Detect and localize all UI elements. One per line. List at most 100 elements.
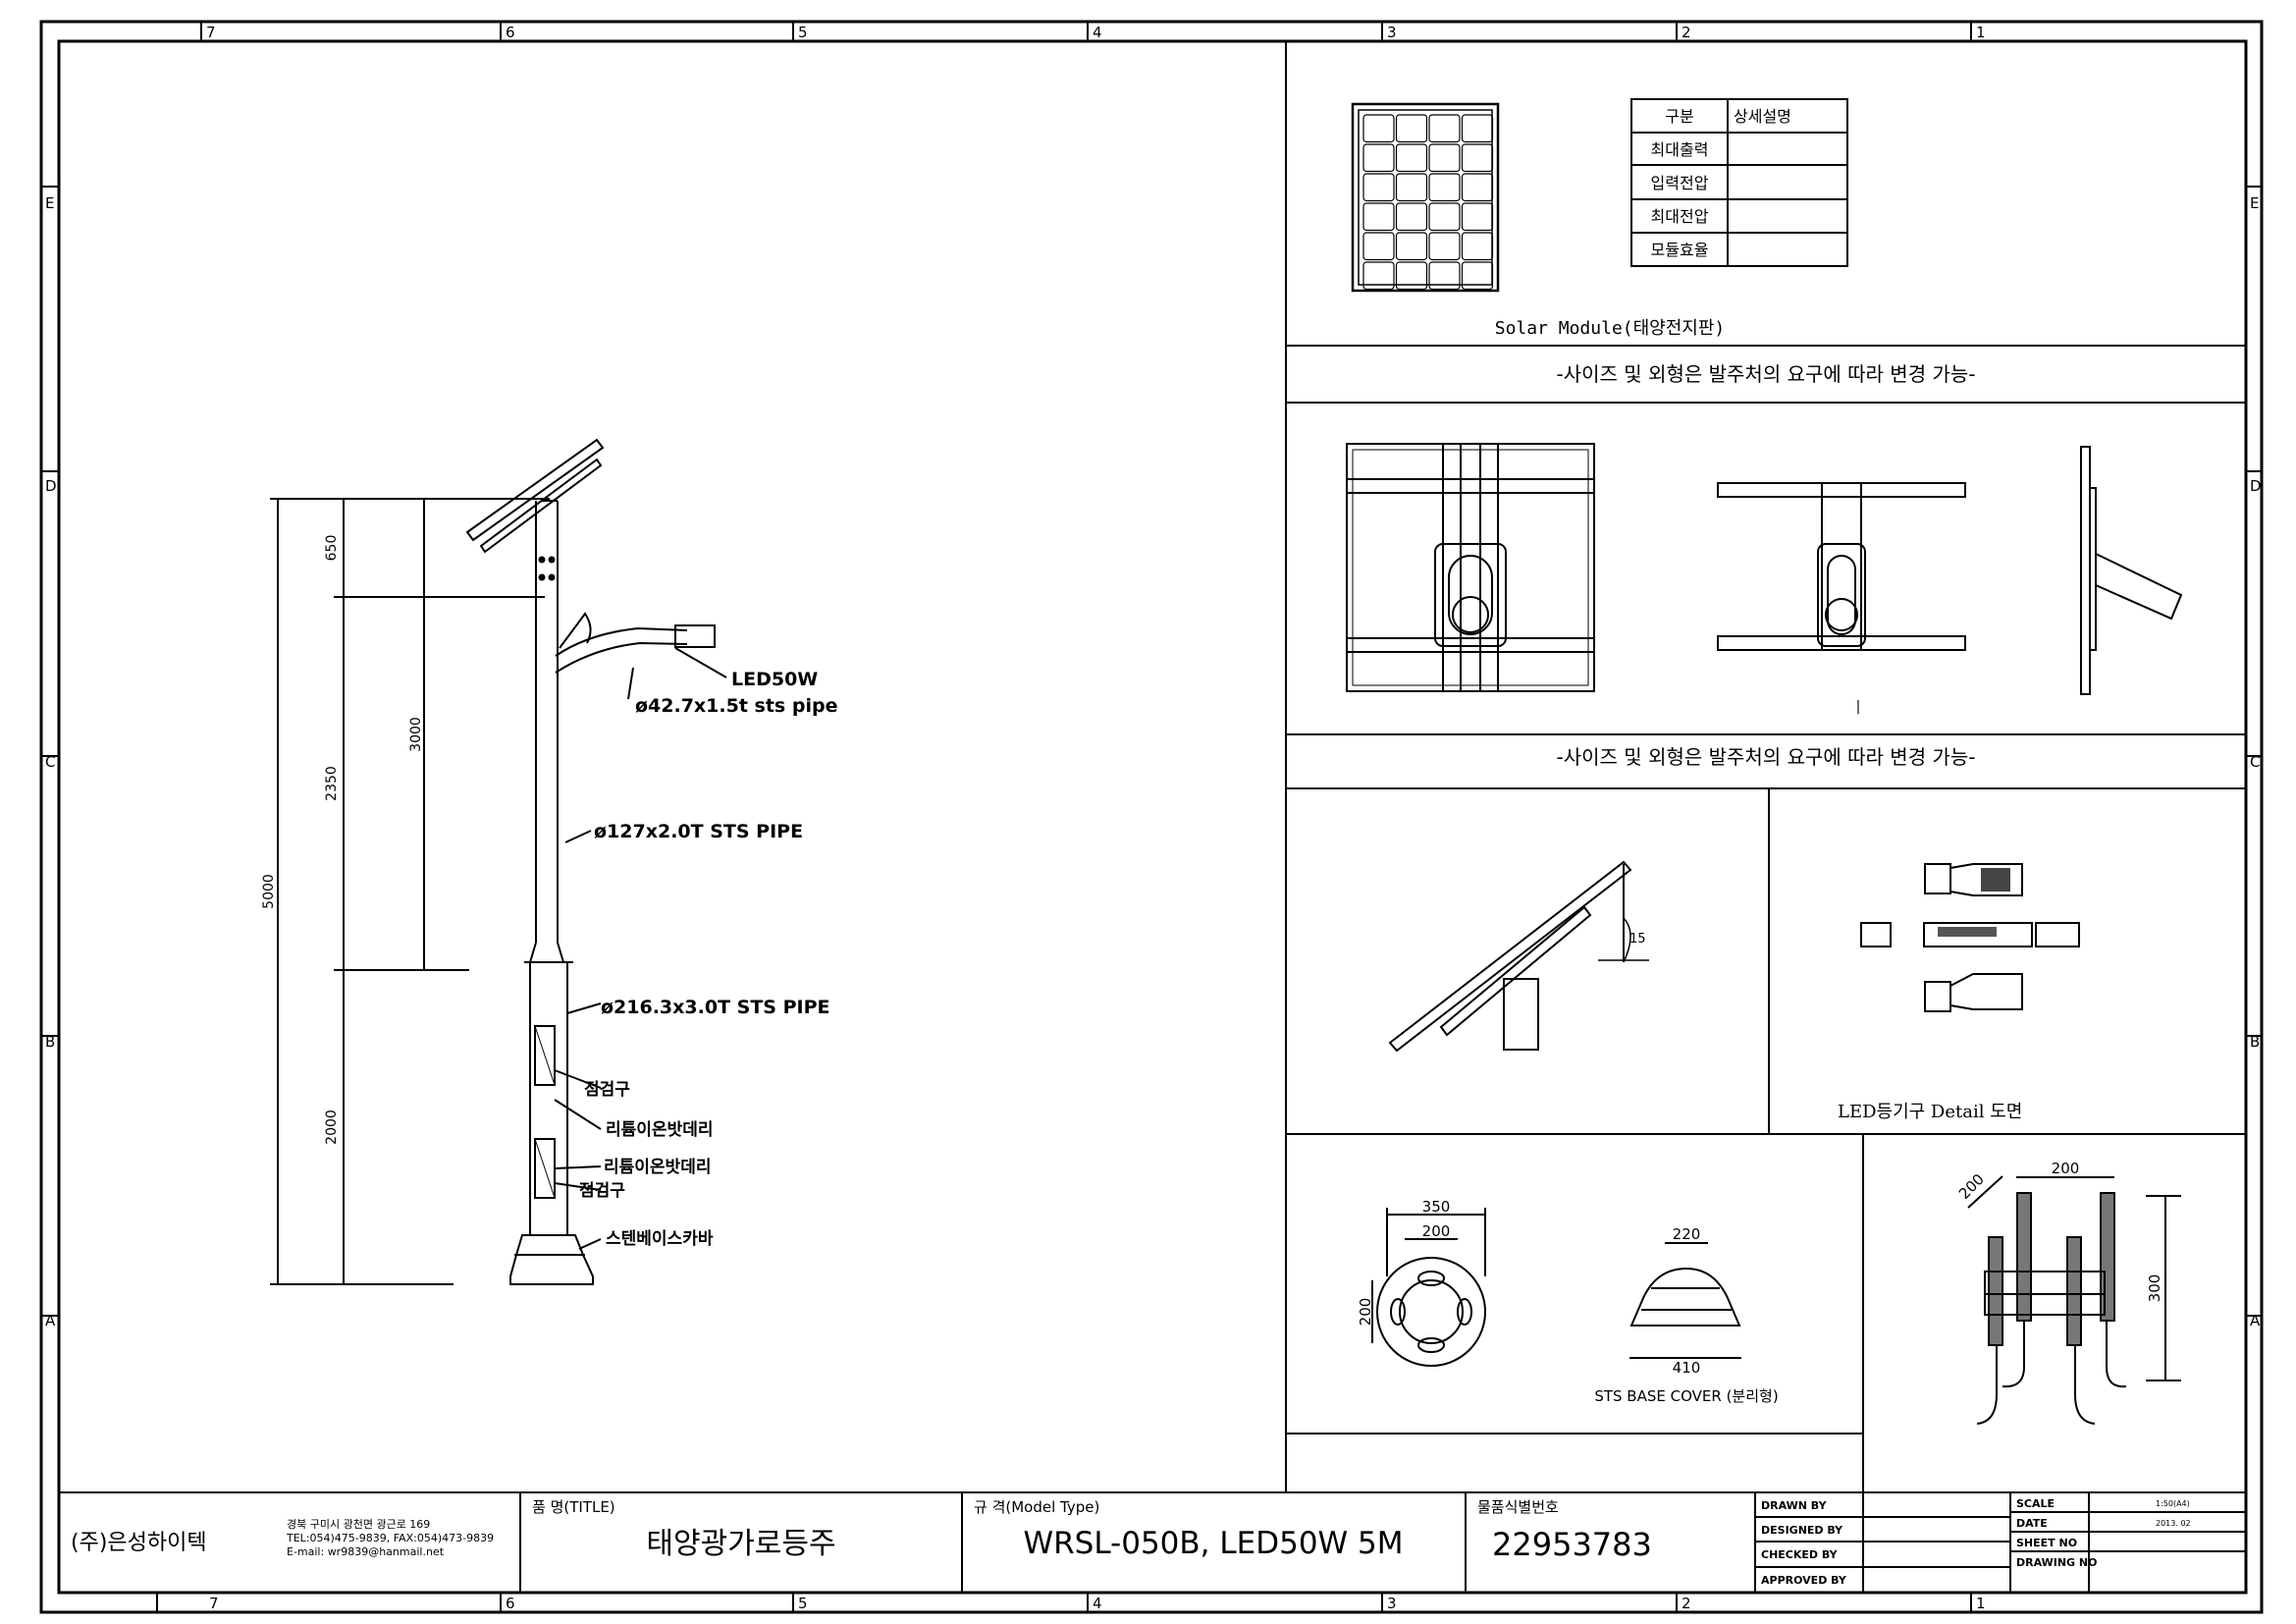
row-label-right: B (2250, 1033, 2260, 1051)
size-change-note: -사이즈 및 외형은 발주처의 요구에 따라 변경 가능- (1557, 362, 1976, 386)
role-label: DESIGNED BY (1761, 1524, 1843, 1537)
solar-module-caption: Solar Module(태양전지판) (1495, 318, 1726, 339)
col-label-bottom: 2 (1682, 1595, 1691, 1612)
solar-cell (1461, 173, 1494, 202)
solar-cell (1428, 143, 1461, 173)
company-name: (주)은성하이텍 (71, 1531, 207, 1555)
dim-200: 200 (1955, 1170, 1988, 1203)
solar-cell (1395, 202, 1428, 232)
row-label-right: A (2250, 1312, 2261, 1329)
meta-label: SCALE (2016, 1497, 2055, 1510)
col-label-top: 6 (506, 24, 515, 41)
dim-3000: 3000 (408, 717, 424, 752)
dim-350: 350 (1422, 1198, 1451, 1216)
sheet-meta-values: 1:50(A4) 2013. 02 (2156, 1499, 2191, 1528)
solar-cell (1428, 202, 1461, 232)
solar-cell (1395, 173, 1428, 202)
col-label-top: 7 (206, 24, 216, 41)
solar-cell (1461, 261, 1494, 291)
frame-row-labels: E D C B A E D C B A (45, 194, 2262, 1329)
tilt-angle-label: 15 (1629, 932, 1646, 947)
solar-cell (1428, 173, 1461, 202)
col-label-top: 4 (1093, 24, 1102, 41)
row-label-left: B (45, 1033, 55, 1051)
base-cover-plan-view (1371, 1208, 1486, 1367)
pole-elevation (270, 438, 727, 1285)
battery-callout: 리튬이온밧데리 (604, 1158, 711, 1177)
dim-200: 200 (1422, 1222, 1451, 1240)
dim-5000: 5000 (261, 874, 277, 909)
meta-label: DATE (2016, 1517, 2048, 1530)
col-label-top: 2 (1682, 24, 1691, 41)
sheet-meta: SCALE DATE SHEET NO DRAWING NO (2016, 1497, 2097, 1569)
role-label: CHECKED BY (1761, 1548, 1839, 1561)
solar-cell (1461, 143, 1494, 173)
bracket-top-view (1717, 482, 1966, 651)
dim-200: 200 (2052, 1160, 2080, 1177)
company-contact: 경북 구미시 광천면 광근로 169 TEL:054)475-9839, FAX… (286, 1517, 494, 1558)
battery-callout: 리튬이온밧데리 (606, 1120, 713, 1140)
anchor-dims: 200 200 300 (1955, 1160, 2163, 1302)
pole-dimensions: 650 3000 2350 5000 2000 (261, 535, 424, 1145)
solar-cell (1428, 261, 1461, 291)
table-row-label: 입력전압 (1651, 174, 1709, 192)
title-label: 품 명(TITLE) (532, 1498, 615, 1516)
led-callout: LED50W (731, 669, 818, 690)
dim-200: 200 (1357, 1298, 1374, 1326)
pole-callouts: LED50W ø42.7x1.5t sts pipe ø127x2.0T STS… (579, 669, 837, 1249)
table-row-label: 최대출력 (1651, 140, 1709, 159)
id-value: 22953783 (1492, 1526, 1652, 1563)
date-value: 2013. 02 (2156, 1519, 2191, 1528)
panel-grid (1285, 41, 2246, 1492)
dim-220: 220 (1673, 1225, 1701, 1243)
role-label: APPROVED BY (1761, 1574, 1847, 1587)
led-detail-caption: LED등기구 Detail 도면 (1838, 1102, 2022, 1122)
solar-cell (1428, 114, 1461, 143)
solar-module-drawing (1351, 102, 1500, 293)
col-label-bottom: 5 (798, 1595, 808, 1612)
inspection-port-callout: 점검구 (584, 1080, 630, 1100)
title-block (59, 1491, 2246, 1593)
dim-410: 410 (1673, 1359, 1701, 1377)
approval-roles: DRAWN BY DESIGNED BY CHECKED BY APPROVED… (1761, 1499, 1847, 1587)
table-header-detail: 상세설명 (1734, 107, 1791, 126)
company-email: E-mail: wr9839@hanmail.net (287, 1545, 445, 1558)
base-cover-callout: 스텐베이스카바 (606, 1229, 714, 1249)
row-label-left: E (45, 194, 54, 212)
arm-pipe-callout: ø42.7x1.5t sts pipe (635, 695, 837, 717)
table-row-label: 모듈효율 (1651, 241, 1709, 259)
col-label-top: 5 (798, 24, 808, 41)
role-label: DRAWN BY (1761, 1499, 1828, 1512)
col-label-bottom: 7 (209, 1595, 219, 1612)
dim-650: 650 (324, 535, 340, 562)
id-label: 물품식별번호 (1477, 1498, 1559, 1516)
small-mark: | (1856, 699, 1861, 715)
size-change-note: -사이즈 및 외형은 발주처의 요구에 따라 변경 가능- (1557, 745, 1976, 769)
solar-cell (1362, 143, 1395, 173)
lower-pipe-callout: ø216.3x3.0T STS PIPE (601, 997, 829, 1018)
led-fixture-detail (1860, 863, 2080, 1012)
meta-label: SHEET NO (2016, 1537, 2077, 1549)
col-label-top: 3 (1387, 24, 1397, 41)
base-cover-plan-dims: 350 200 200 (1357, 1198, 1450, 1326)
solar-cell (1362, 232, 1395, 261)
solar-cell (1362, 202, 1395, 232)
row-label-left: A (45, 1312, 56, 1329)
solar-cell (1461, 202, 1494, 232)
panel-tilt-detail (1388, 860, 1649, 1053)
base-cover-side-view (1629, 1242, 1741, 1359)
drawing-frame (39, 20, 2264, 1614)
table-header-category: 구분 (1665, 107, 1693, 126)
col-label-bottom: 1 (1976, 1595, 1986, 1612)
solar-cell (1362, 173, 1395, 202)
title-value: 태양광가로등주 (646, 1527, 835, 1561)
row-label-right: D (2250, 477, 2262, 495)
row-label-right: E (2250, 194, 2259, 212)
col-label-top: 1 (1976, 24, 1986, 41)
row-label-left: C (45, 753, 55, 771)
solar-cell (1395, 114, 1428, 143)
solar-cell (1395, 143, 1428, 173)
base-cover-caption: STS BASE COVER (분리형) (1594, 1387, 1778, 1405)
frame-column-labels: 7 6 5 4 3 2 1 7 6 5 4 3 2 1 (206, 24, 1986, 1612)
